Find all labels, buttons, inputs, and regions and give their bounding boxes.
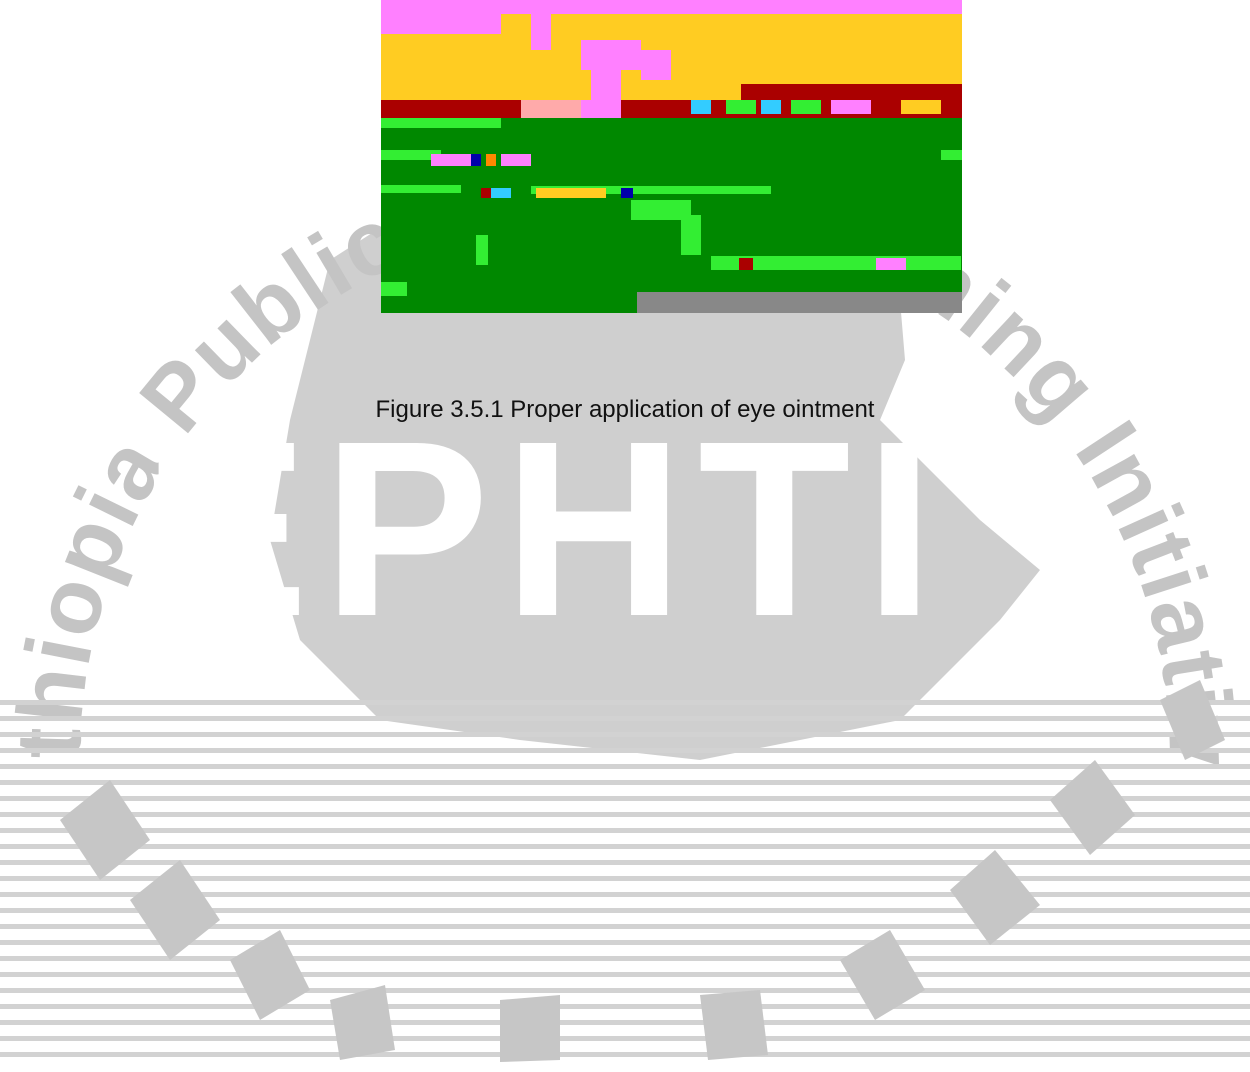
figure-caption: Figure 3.5.1 Proper application of eye o… [375,396,875,423]
eye-ointment-photo [381,0,962,313]
figure-image [381,0,962,313]
watermark-center-text: EPHTI [142,389,948,668]
watermark-bottom-stripes [0,700,1250,1057]
watermark-lower-arc-glyphs [60,680,1225,1062]
